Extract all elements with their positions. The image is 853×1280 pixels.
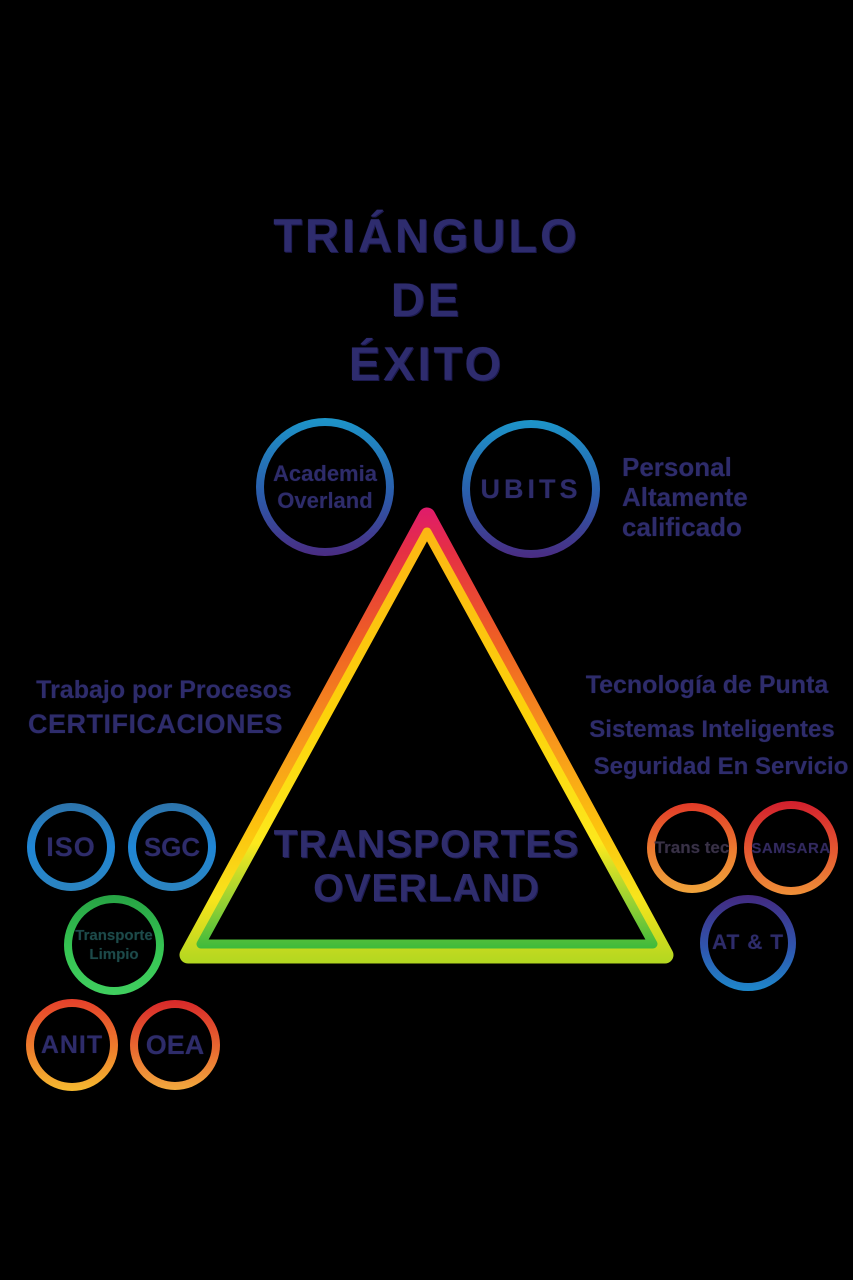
circle-iso-label: ISO [46, 831, 96, 862]
triangle-inner-stroke [196, 527, 658, 949]
circle-trans-tec: Trans tec [647, 803, 737, 893]
label-tecnologia-de-punta: Tecnología de Punta [585, 671, 829, 699]
circle-at-and-t-label: AT & T [711, 931, 785, 954]
circle-academia-overland: Academia Overland [256, 418, 394, 556]
triangle-center-label: TRANSPORTES OVERLAND [273, 823, 580, 910]
label-personal-altamente-calificado: Personal Altamente calificado [622, 452, 748, 542]
circle-trans-tec-label: Trans tec [654, 838, 730, 857]
circle-academia-overland-label: Academia Overland [273, 461, 377, 513]
circle-at-and-t: AT & T [700, 895, 796, 991]
label-trabajo-por-procesos: Trabajo por Procesos [36, 676, 292, 704]
label-seguridad-en-servicio: Seguridad En Servicio [593, 753, 849, 780]
circle-anit-label: ANIT [40, 1030, 104, 1059]
circle-ubits-label: UBITS [480, 473, 582, 504]
circle-ubits: UBITS [462, 420, 600, 558]
diagram-title: TRIÁNGULO DE ÉXITO [273, 209, 580, 390]
circle-oea-label: OEA [145, 1029, 205, 1060]
circle-transporte-limpio-label: Transporte Limpio [75, 927, 153, 963]
circle-samsara-label: SAMSARA [751, 839, 831, 857]
label-certificaciones: CERTIFICACIONES [28, 709, 284, 739]
circle-anit: ANIT [26, 999, 118, 1091]
circle-sgc: SGC [128, 803, 216, 891]
circle-iso: ISO [27, 803, 115, 891]
circle-oea: OEA [130, 1000, 220, 1090]
triangle-outer-stroke [179, 507, 674, 964]
label-sistemas-inteligentes: Sistemas Inteligentes [589, 716, 835, 743]
circle-sgc-label: SGC [143, 831, 201, 862]
circle-samsara: SAMSARA [744, 801, 838, 895]
circle-transporte-limpio: Transporte Limpio [64, 895, 164, 995]
